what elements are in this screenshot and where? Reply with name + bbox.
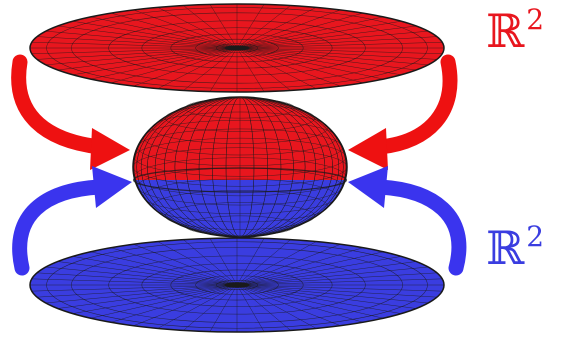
label-r2-top-exponent: 2 bbox=[526, 3, 545, 36]
label-r2-top-base: ℝ bbox=[486, 4, 525, 58]
bottom-left-blue-arrow bbox=[12, 166, 132, 276]
label-r2-top: ℝ2 bbox=[486, 6, 544, 55]
bottom-right-blue-arrow bbox=[348, 166, 467, 276]
top-red-disc bbox=[29, 3, 445, 93]
top-left-red-arrow bbox=[11, 54, 130, 170]
top-right-red-arrow bbox=[348, 54, 458, 170]
bottom-blue-disc bbox=[29, 237, 445, 333]
label-r2-bottom: ℝ2 bbox=[486, 223, 544, 272]
label-r2-bottom-exponent: 2 bbox=[526, 220, 545, 253]
sphere bbox=[132, 96, 348, 238]
label-r2-bottom-base: ℝ bbox=[486, 221, 525, 275]
